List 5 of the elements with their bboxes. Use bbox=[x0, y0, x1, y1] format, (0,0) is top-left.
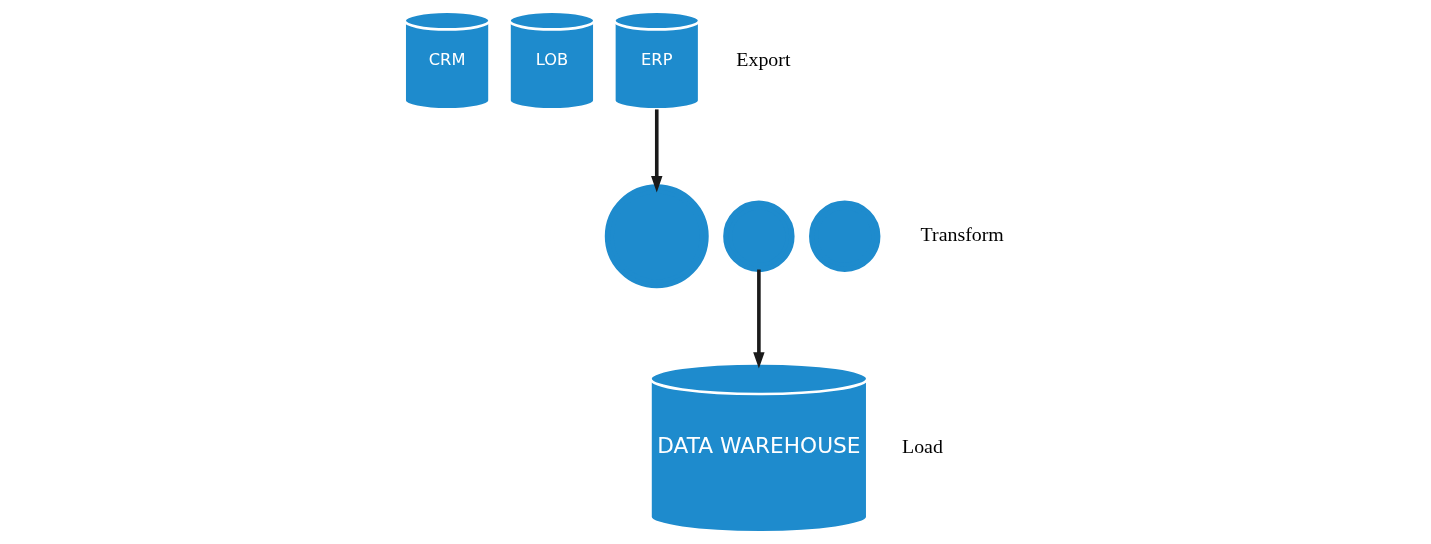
label: Transform bbox=[920, 223, 1004, 246]
arrow bbox=[753, 269, 765, 369]
arrow bbox=[651, 109, 663, 193]
label: Load bbox=[902, 434, 943, 457]
label: Export bbox=[736, 47, 791, 70]
